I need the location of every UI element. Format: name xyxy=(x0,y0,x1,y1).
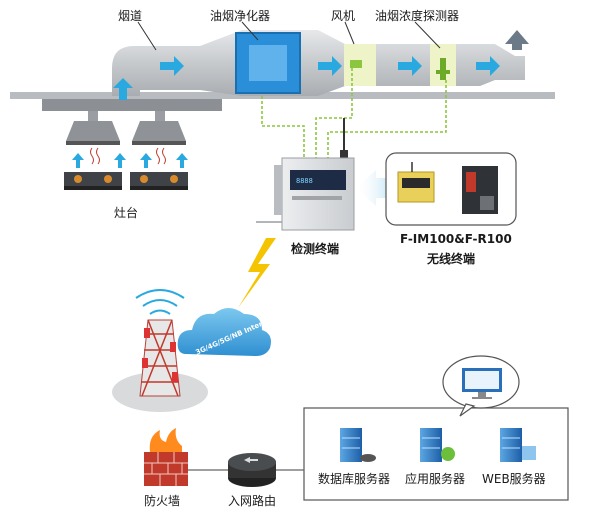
web-server-icon xyxy=(500,428,536,462)
sensor-wiring xyxy=(261,68,447,158)
terminal-label: 检测终端 xyxy=(291,242,340,256)
wireless-device-1 xyxy=(397,162,435,203)
wireless-link-arrow xyxy=(356,170,392,206)
db-server-label: 数据库服务器 xyxy=(318,472,391,486)
stoves xyxy=(64,172,188,190)
firewall-label: 防火墙 xyxy=(144,494,181,508)
app-server-icon xyxy=(420,428,455,462)
database-server-icon xyxy=(340,428,376,462)
wireless-device-2 xyxy=(462,166,498,214)
monitor-bubble xyxy=(442,355,520,417)
wireless-name-label: 无线终端 xyxy=(427,252,476,266)
leader-lines xyxy=(137,21,441,51)
fan-label: 风机 xyxy=(331,9,356,23)
steam-arrows xyxy=(72,153,188,168)
purifier-label: 油烟净化器 xyxy=(210,9,271,23)
detection-terminal: 8888 xyxy=(256,118,355,231)
router-icon xyxy=(228,453,276,487)
svg-text:8888: 8888 xyxy=(296,177,313,185)
detector-sensor xyxy=(440,58,446,80)
wireless-model-label: F-IM100&F-R100 xyxy=(400,232,512,246)
lightning-bolt xyxy=(238,238,276,308)
router-label: 入网路由 xyxy=(228,494,277,508)
ceiling-shelf xyxy=(42,99,222,111)
range-hoods xyxy=(66,111,186,145)
detector-label: 油烟浓度探测器 xyxy=(375,9,460,23)
internet-cloud xyxy=(177,308,271,356)
duct-label: 烟道 xyxy=(118,9,143,23)
web-server-label: WEB服务器 xyxy=(482,472,546,486)
firewall-icon xyxy=(144,428,188,486)
cell-tower xyxy=(112,319,208,412)
signal-icon xyxy=(135,289,185,315)
purifier-window xyxy=(249,45,287,81)
fan-sensor xyxy=(350,60,362,68)
app-server-label: 应用服务器 xyxy=(405,472,466,486)
stove-label: 灶台 xyxy=(114,206,139,220)
flow-arrows xyxy=(113,30,529,100)
